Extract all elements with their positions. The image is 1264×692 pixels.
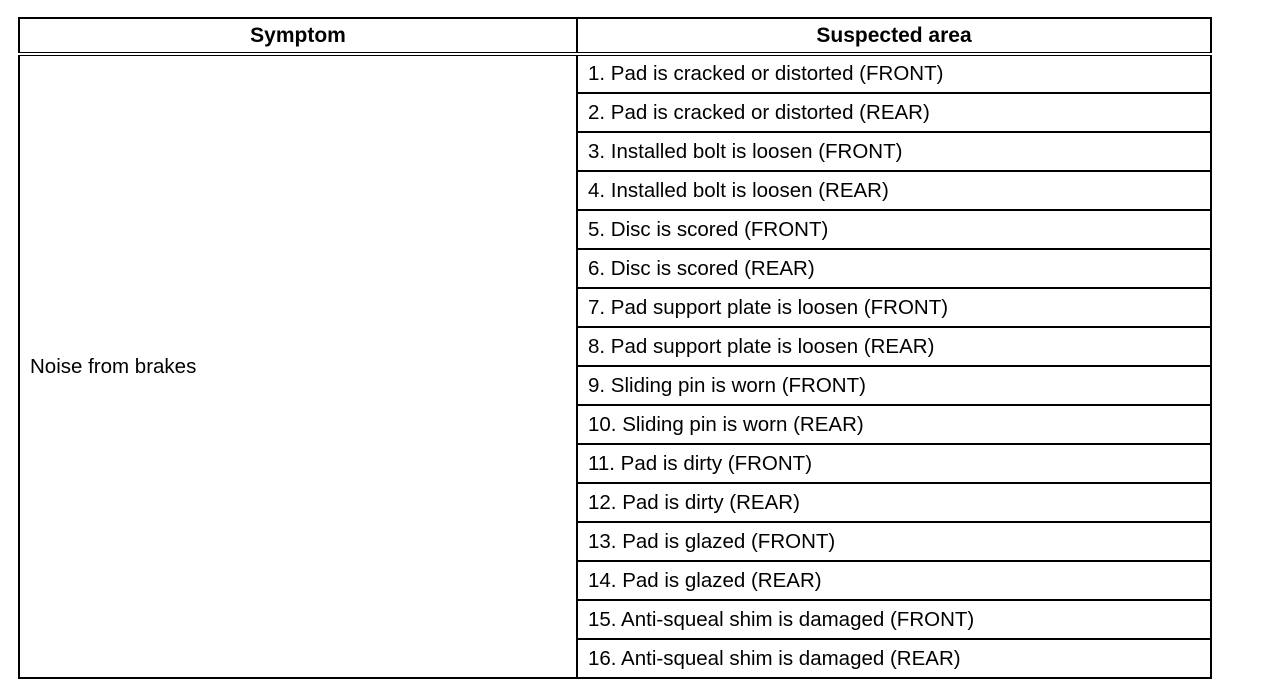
suspected-area-cell: 4. Installed bolt is loosen (REAR) bbox=[576, 170, 1212, 211]
table-row: 5. Disc is scored (FRONT) bbox=[19, 209, 1212, 250]
table-row: 4. Installed bolt is loosen (REAR) bbox=[19, 170, 1212, 211]
table-row: 11. Pad is dirty (FRONT) bbox=[19, 443, 1212, 484]
suspected-area-cell: 1. Pad is cracked or distorted (FRONT) bbox=[576, 53, 1212, 94]
header-row: Symptom Suspected area bbox=[18, 17, 1212, 56]
table-row: 7. Pad support plate is loosen (FRONT) bbox=[19, 287, 1212, 328]
suspected-area-cell: 12. Pad is dirty (REAR) bbox=[576, 482, 1212, 523]
suspected-area-header: Suspected area bbox=[576, 17, 1212, 56]
suspected-area-cell: 5. Disc is scored (FRONT) bbox=[576, 209, 1212, 250]
suspected-area-cell: 6. Disc is scored (REAR) bbox=[576, 248, 1212, 289]
suspected-area-cell: 8. Pad support plate is loosen (REAR) bbox=[576, 326, 1212, 367]
table-row: 10. Sliding pin is worn (REAR) bbox=[19, 404, 1212, 445]
table-row: 14. Pad is glazed (REAR) bbox=[19, 560, 1212, 601]
table-row: 15. Anti-squeal shim is damaged (FRONT) bbox=[19, 599, 1212, 640]
table-row: 6. Disc is scored (REAR) bbox=[19, 248, 1212, 289]
symptom-header: Symptom bbox=[18, 17, 578, 56]
suspected-area-cell: 11. Pad is dirty (FRONT) bbox=[576, 443, 1212, 484]
table-row: 8. Pad support plate is loosen (REAR) bbox=[19, 326, 1212, 367]
table-row: 9. Sliding pin is worn (FRONT) bbox=[19, 365, 1212, 406]
suspected-area-cell: 14. Pad is glazed (REAR) bbox=[576, 560, 1212, 601]
suspected-area-cell: 15. Anti-squeal shim is damaged (FRONT) bbox=[576, 599, 1212, 640]
suspected-area-cell: 9. Sliding pin is worn (FRONT) bbox=[576, 365, 1212, 406]
table-row: 13. Pad is glazed (FRONT) bbox=[19, 521, 1212, 562]
table-row: 16. Anti-squeal shim is damaged (REAR) bbox=[19, 638, 1212, 679]
suspected-area-cell: 2. Pad is cracked or distorted (REAR) bbox=[576, 92, 1212, 133]
table-row: 2. Pad is cracked or distorted (REAR) bbox=[19, 92, 1212, 133]
symptom-cell: Noise from brakes bbox=[18, 53, 578, 679]
troubleshooting-table-container: Symptom Suspected area Noise from brakes… bbox=[18, 17, 1212, 679]
troubleshooting-table: Symptom Suspected area Noise from brakes… bbox=[18, 17, 1212, 679]
table-row: 12. Pad is dirty (REAR) bbox=[19, 482, 1212, 523]
table-row: Noise from brakes 1. Pad is cracked or d… bbox=[18, 53, 1212, 679]
suspected-area-cell: 16. Anti-squeal shim is damaged (REAR) bbox=[576, 638, 1212, 679]
suspected-area-cell: 3. Installed bolt is loosen (FRONT) bbox=[576, 131, 1212, 172]
suspected-area-cell: 7. Pad support plate is loosen (FRONT) bbox=[576, 287, 1212, 328]
suspected-area-cell: 13. Pad is glazed (FRONT) bbox=[576, 521, 1212, 562]
suspected-area-cell: 10. Sliding pin is worn (REAR) bbox=[576, 404, 1212, 445]
table-row: 3. Installed bolt is loosen (FRONT) bbox=[19, 131, 1212, 172]
